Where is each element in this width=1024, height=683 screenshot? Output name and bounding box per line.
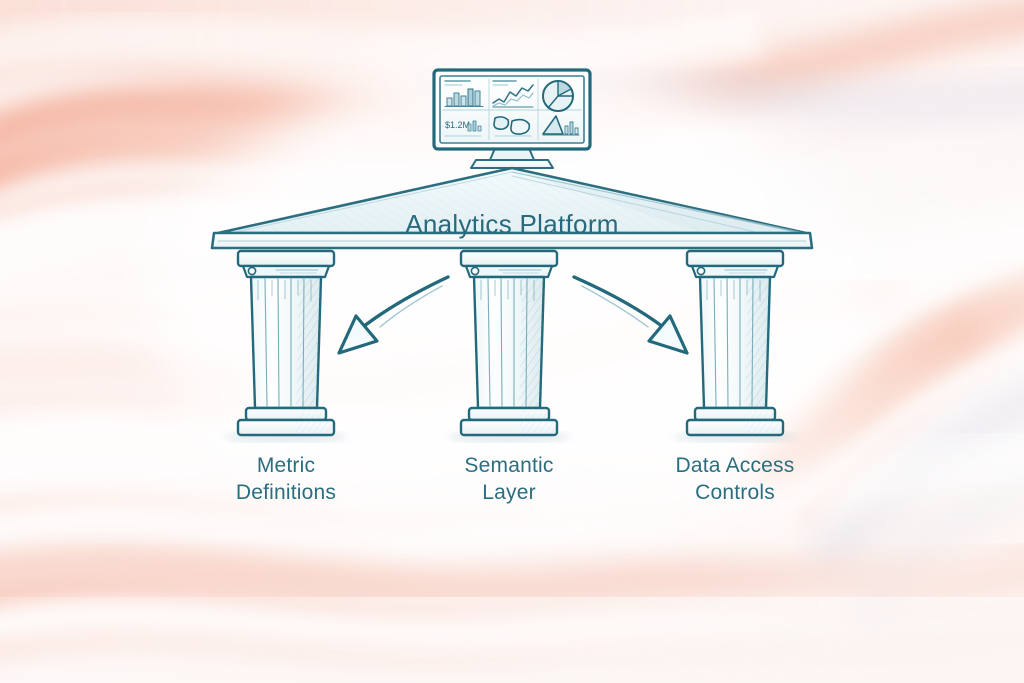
area-chart-panel: [542, 115, 580, 136]
line-chart-panel: [492, 80, 534, 108]
monitor-base: [470, 147, 554, 169]
pillar-semantic-layer: [447, 249, 571, 442]
pie-chart-panel: [542, 80, 574, 112]
metric-value-panel: $1.2M: [444, 120, 482, 137]
funnel-panel: [493, 116, 532, 137]
pillar-data-access-controls: [673, 249, 797, 442]
pillar-label-line2: Controls: [695, 481, 775, 504]
pillar-label-line1: Metric: [257, 454, 315, 477]
bar-chart-panel: [444, 80, 484, 107]
pillar-label-semantic-layer: Semantic Layer: [464, 454, 553, 504]
monitor-screen-content: $1.2M: [442, 78, 582, 141]
roof-pediment: Analytics Platform: [210, 166, 814, 250]
pillar-label-line1: Semantic: [464, 454, 553, 477]
pillar-label-line2: Definitions: [236, 481, 336, 504]
pillar-label-data-access-controls: Data Access Controls: [676, 454, 795, 504]
pillar-label-line1: Data Access: [676, 454, 795, 477]
metric-value-text: $1.2M: [445, 120, 470, 130]
page-title: Analytics Platform: [405, 209, 618, 239]
arrow-left: [337, 275, 450, 355]
pillar-metric-definitions: [224, 249, 348, 442]
monitor-bezel: [432, 68, 592, 151]
dashboard-monitor: $1.2M: [432, 68, 592, 169]
pillar-label-line2: Layer: [482, 481, 536, 504]
arrow-right: [572, 275, 689, 355]
pillar-label-metric-definitions: Metric Definitions: [236, 454, 336, 504]
